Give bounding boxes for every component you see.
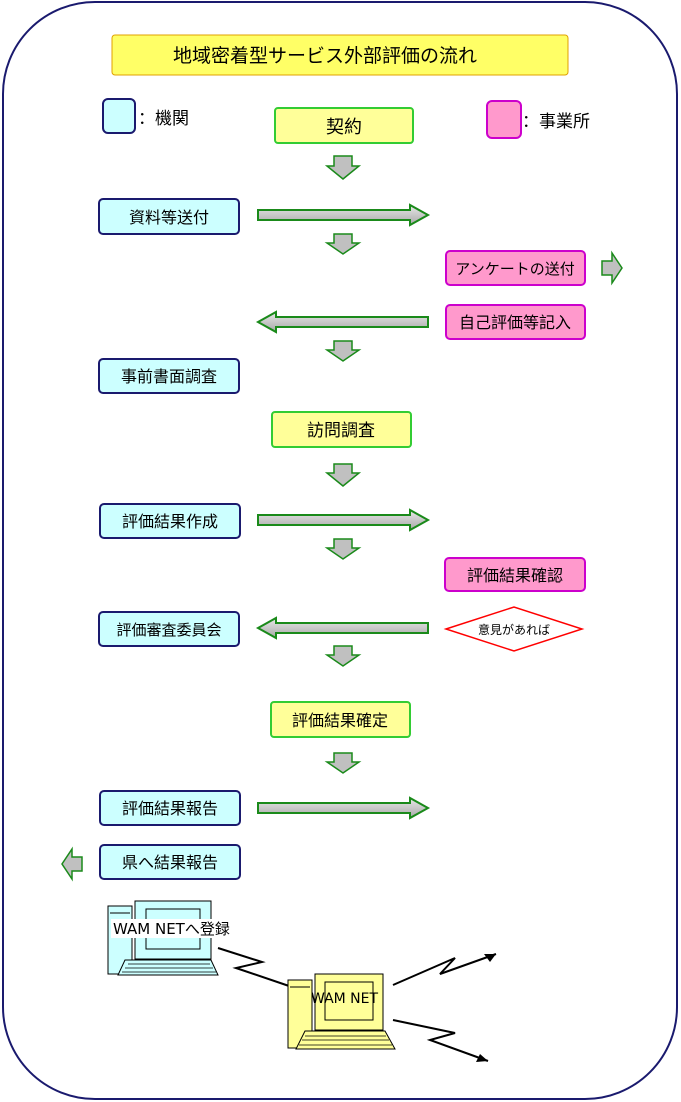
down-arrow-7 [324, 752, 362, 774]
step-review-committee: 評価審査委員会 [98, 611, 240, 647]
step-send-materials: 資料等送付 [98, 198, 240, 235]
step-finalize-results-label: 評価結果確定 [292, 711, 388, 730]
right-arrow-outbound [601, 250, 623, 286]
step-report-prefecture: 県へ結果報告 [99, 844, 241, 880]
computer-icon-server [287, 973, 396, 1050]
down-arrow-5 [324, 538, 362, 560]
arrowhead-lower [476, 1054, 488, 1062]
step-review-committee-label: 評価審査委員会 [116, 621, 221, 639]
step-finalize-results: 評価結果確定 [270, 701, 411, 738]
step-document-review: 事前書面調査 [98, 358, 240, 394]
step-create-results: 評価結果作成 [99, 503, 241, 539]
step-send-materials-label: 資料等送付 [129, 208, 209, 227]
legend-agency-swatch [102, 98, 136, 134]
legend-agency-label: ：機関 [138, 109, 189, 129]
down-arrow-4 [324, 463, 362, 487]
step-visit-survey: 訪問調査 [271, 411, 412, 448]
legend-office-swatch [486, 100, 522, 139]
step-report-results-label: 評価結果報告 [122, 799, 218, 818]
step-confirm-results-label: 評価結果確認 [467, 566, 563, 585]
arrowhead-upper [484, 954, 496, 962]
step-contract: 契約 [274, 107, 414, 144]
legend-office: ：事業所 [486, 100, 590, 139]
wam-server-label: WAM NET [311, 991, 379, 1007]
step-create-results-label: 評価結果作成 [122, 512, 218, 531]
right-arrow-2 [257, 508, 431, 532]
wam-register-bg [111, 919, 235, 938]
step-self-evaluation: 自己評価等記入 [445, 304, 586, 340]
step-report-prefecture-label: 県へ結果報告 [122, 853, 218, 872]
title-box: 地域密着型サービス外部評価の流れ [111, 34, 569, 76]
down-arrow-2 [324, 233, 362, 255]
right-arrow-1 [257, 203, 431, 227]
down-arrow-3 [324, 340, 362, 362]
step-report-results: 評価結果報告 [99, 790, 241, 826]
left-arrow-outbound [61, 846, 83, 882]
left-arrow-1 [255, 310, 429, 334]
step-visit-survey-label: 訪問調査 [307, 421, 375, 441]
right-arrow-3 [257, 796, 431, 820]
wam-register-label: WAM NETへ登録 [113, 920, 230, 938]
step-document-review-label: 事前書面調査 [121, 367, 217, 386]
left-arrow-2 [255, 616, 429, 640]
legend-office-label: ：事業所 [522, 112, 590, 132]
down-arrow-1 [324, 155, 362, 180]
step-self-evaluation-label: 自己評価等記入 [459, 313, 571, 332]
step-contract-label: 契約 [326, 117, 362, 138]
legend-agency: ：機関 [102, 98, 189, 134]
step-send-questionnaire-label: アンケートの送付 [455, 260, 574, 278]
step-confirm-results: 評価結果確認 [444, 557, 586, 592]
decision-opinion: 意見があれば [443, 606, 585, 652]
down-arrow-6 [324, 645, 362, 667]
page-title: 地域密着型サービス外部評価の流れ [173, 45, 477, 67]
decision-opinion-label: 意見があれば [478, 622, 550, 637]
step-send-questionnaire: アンケートの送付 [445, 250, 586, 286]
connection-line [217, 947, 497, 1062]
